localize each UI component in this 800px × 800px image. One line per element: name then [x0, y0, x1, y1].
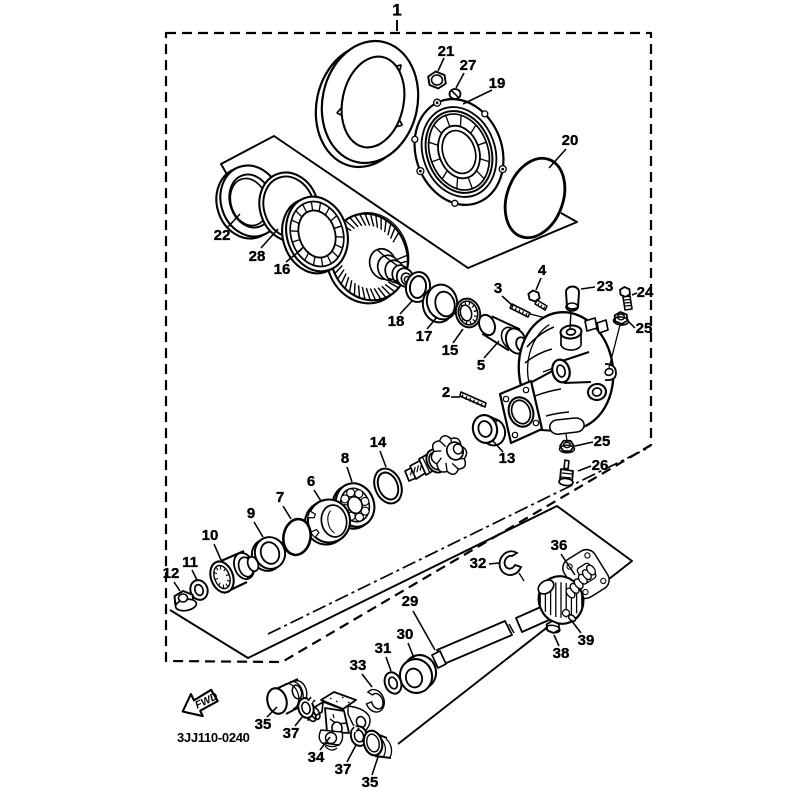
svg-text:34: 34	[308, 749, 325, 766]
svg-text:23: 23	[597, 278, 614, 295]
svg-text:26: 26	[592, 457, 609, 474]
svg-text:35: 35	[362, 774, 379, 791]
svg-text:3: 3	[494, 280, 502, 297]
svg-text:37: 37	[335, 761, 352, 778]
svg-text:32: 32	[470, 555, 487, 572]
svg-text:30: 30	[397, 626, 414, 643]
svg-text:37: 37	[283, 725, 300, 742]
svg-text:1: 1	[392, 0, 401, 19]
svg-text:6: 6	[307, 473, 315, 490]
svg-text:31: 31	[375, 640, 392, 657]
svg-text:9: 9	[247, 505, 255, 522]
svg-text:25: 25	[594, 433, 611, 450]
svg-text:18: 18	[388, 313, 405, 330]
svg-text:12: 12	[163, 565, 180, 582]
svg-text:35: 35	[255, 716, 272, 733]
svg-text:8: 8	[341, 450, 349, 467]
svg-text:5: 5	[477, 357, 485, 374]
svg-text:38: 38	[553, 645, 570, 662]
svg-text:22: 22	[214, 227, 231, 244]
svg-text:39: 39	[578, 632, 595, 649]
svg-text:3JJ110-0240: 3JJ110-0240	[177, 730, 250, 745]
svg-text:28: 28	[249, 248, 266, 265]
svg-text:29: 29	[402, 593, 419, 610]
svg-text:24: 24	[637, 284, 654, 301]
svg-text:14: 14	[370, 434, 387, 451]
svg-text:11: 11	[182, 554, 198, 571]
svg-text:17: 17	[416, 328, 433, 345]
svg-text:7: 7	[276, 489, 284, 506]
svg-text:10: 10	[202, 527, 219, 544]
svg-text:21: 21	[438, 43, 455, 60]
svg-text:4: 4	[538, 262, 547, 279]
svg-text:27: 27	[460, 57, 477, 74]
svg-text:15: 15	[442, 342, 459, 359]
svg-text:25: 25	[636, 320, 653, 337]
svg-text:19: 19	[489, 75, 506, 92]
svg-text:2: 2	[442, 384, 450, 401]
svg-text:13: 13	[499, 450, 516, 467]
svg-text:20: 20	[562, 132, 579, 149]
svg-text:36: 36	[551, 537, 568, 554]
svg-text:33: 33	[350, 657, 367, 674]
svg-text:16: 16	[274, 261, 291, 278]
